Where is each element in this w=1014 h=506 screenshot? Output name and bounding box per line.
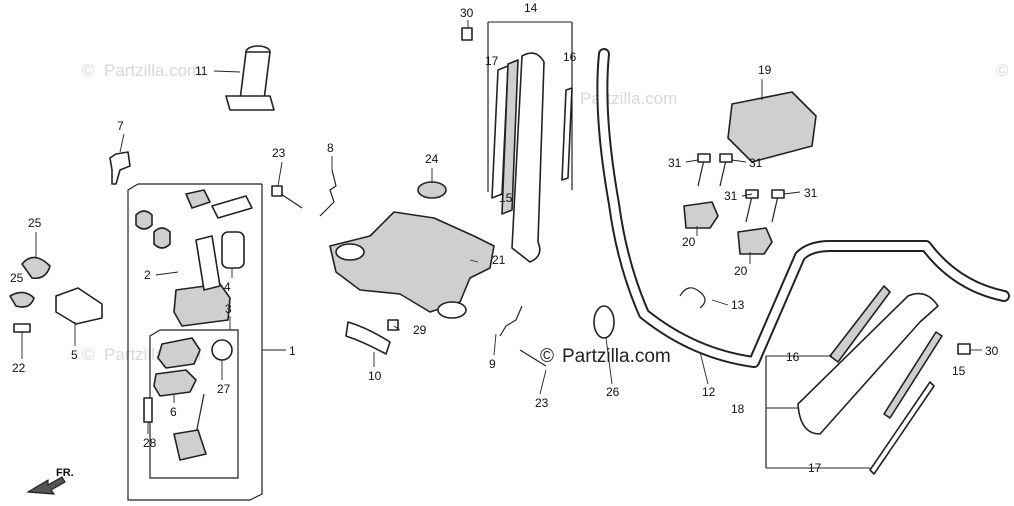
bolt-part[interactable] xyxy=(387,319,399,331)
grip-clamp-group xyxy=(225,45,275,111)
callout-23a[interactable]: 23 xyxy=(272,146,286,160)
watermark-text: Partzilla.com xyxy=(580,89,677,108)
ignition-switch-part[interactable] xyxy=(173,283,231,327)
ring-part[interactable] xyxy=(211,339,233,361)
nut-part[interactable] xyxy=(135,210,153,230)
callout-25a[interactable]: 25 xyxy=(28,216,42,230)
nut-part[interactable] xyxy=(153,227,171,249)
copyright-icon: © xyxy=(82,61,95,80)
watermark-brand: Partzilla.com xyxy=(562,346,671,367)
bolt-group xyxy=(271,185,303,209)
key-part[interactable] xyxy=(109,151,131,185)
callout-5[interactable]: 5 xyxy=(71,348,78,362)
grip-cover-part[interactable] xyxy=(797,292,939,435)
callout-3[interactable]: 3 xyxy=(225,302,232,316)
callout-30b[interactable]: 30 xyxy=(985,344,999,358)
callout-25b[interactable]: 25 xyxy=(10,271,24,285)
callout-13[interactable]: 13 xyxy=(731,298,745,312)
screw-part[interactable] xyxy=(143,397,153,423)
callout-7[interactable]: 7 xyxy=(117,119,124,133)
callout-14[interactable]: 14 xyxy=(524,1,538,15)
front-arrow: FR. xyxy=(26,467,74,495)
ignition-switch-group xyxy=(109,151,286,501)
callout-19[interactable]: 19 xyxy=(758,63,772,77)
clip-part[interactable] xyxy=(153,369,197,397)
bolt-part[interactable] xyxy=(271,185,283,197)
callout-8[interactable]: 8 xyxy=(327,141,334,155)
clamp-part[interactable] xyxy=(593,305,615,339)
holder-cover-part[interactable] xyxy=(727,91,817,163)
callout-16b[interactable]: 16 xyxy=(786,350,800,364)
bolt-part[interactable] xyxy=(957,343,971,355)
wire-clip-part[interactable] xyxy=(319,169,337,217)
callout-22[interactable]: 22 xyxy=(12,361,26,375)
left-switch-group xyxy=(9,256,103,333)
grip-cover-group-top xyxy=(487,21,573,263)
callout-2[interactable]: 2 xyxy=(144,268,151,282)
callout-11[interactable]: 11 xyxy=(195,64,208,78)
grip-cover-group-right xyxy=(765,285,943,475)
callout-31c[interactable]: 31 xyxy=(724,189,738,203)
callout-26[interactable]: 26 xyxy=(606,385,620,399)
callout-23b[interactable]: 23 xyxy=(535,396,549,410)
top-bridge-part[interactable] xyxy=(329,211,495,313)
callout-31b[interactable]: 31 xyxy=(749,156,763,170)
grip-cover-part[interactable] xyxy=(511,52,545,263)
callout-24[interactable]: 24 xyxy=(425,152,439,166)
copyright-icon: © xyxy=(996,61,1009,80)
bolts-31 xyxy=(697,153,785,223)
callout-27[interactable]: 27 xyxy=(217,382,231,396)
callout-6[interactable]: 6 xyxy=(170,405,177,419)
lock-part[interactable] xyxy=(157,337,201,369)
callout-30a[interactable]: 30 xyxy=(460,6,474,20)
callout-16a[interactable]: 16 xyxy=(563,50,577,64)
front-label: FR. xyxy=(56,467,74,479)
callout-21[interactable]: 21 xyxy=(492,253,506,267)
callout-1[interactable]: 1 xyxy=(289,344,296,358)
callout-31a[interactable]: 31 xyxy=(668,156,682,170)
grommet-part[interactable] xyxy=(417,181,447,199)
leader-lines xyxy=(21,20,982,434)
watermark-text: Partzilla.com xyxy=(104,61,201,80)
callout-31d[interactable]: 31 xyxy=(804,186,818,200)
callout-28[interactable]: 28 xyxy=(143,436,157,450)
holder-part[interactable] xyxy=(737,227,773,255)
holder-part[interactable] xyxy=(683,201,719,229)
callout-labels: 1 2 3 4 5 6 7 8 9 10 11 12 13 14 15 15 1… xyxy=(10,1,999,475)
callout-20b[interactable]: 20 xyxy=(734,264,748,278)
fr-arrow-icon xyxy=(26,476,66,495)
wire-clip-part[interactable] xyxy=(499,305,523,337)
callout-15b[interactable]: 15 xyxy=(952,364,966,378)
callout-10[interactable]: 10 xyxy=(368,369,382,383)
callout-4[interactable]: 4 xyxy=(224,280,231,294)
callout-12[interactable]: 12 xyxy=(702,385,716,399)
callout-9[interactable]: 9 xyxy=(489,357,496,371)
wire-part[interactable] xyxy=(21,256,51,280)
callout-17a[interactable]: 17 xyxy=(485,54,499,68)
copyright-icon: © xyxy=(540,346,554,367)
callout-18[interactable]: 18 xyxy=(731,402,745,416)
bolt-part[interactable] xyxy=(461,27,473,41)
cylinder-part[interactable] xyxy=(221,231,245,269)
band-part[interactable] xyxy=(345,321,391,355)
callout-20a[interactable]: 20 xyxy=(682,235,696,249)
copyright-icon: © xyxy=(82,345,95,364)
bracket-part[interactable] xyxy=(55,287,103,325)
callout-15a[interactable]: 15 xyxy=(499,191,513,205)
callout-17b[interactable]: 17 xyxy=(808,461,822,475)
callout-29[interactable]: 29 xyxy=(413,323,427,337)
wire-clip-part[interactable] xyxy=(679,287,706,309)
